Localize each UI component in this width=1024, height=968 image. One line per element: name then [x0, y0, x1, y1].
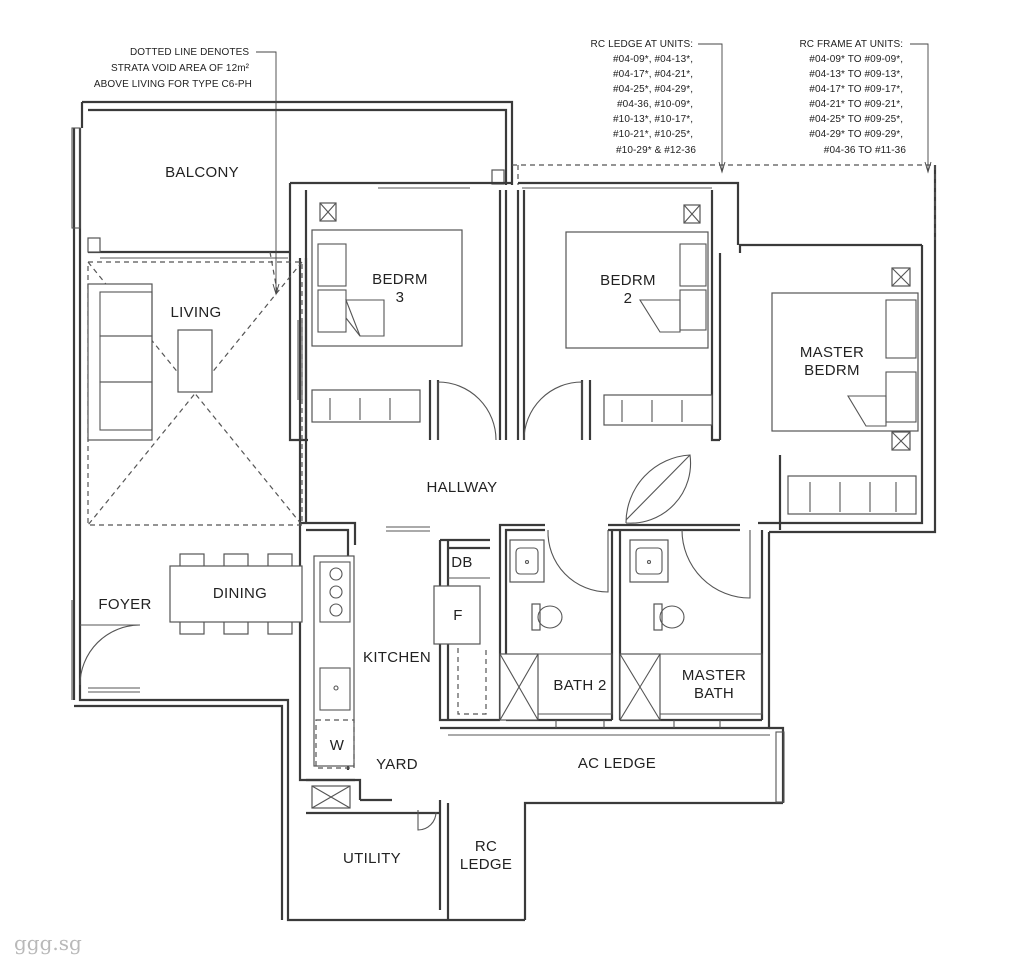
wardrobe	[787, 475, 917, 515]
fridge	[433, 585, 481, 645]
db-label: DB	[451, 554, 472, 571]
kitchen-label: KITCHEN	[363, 649, 431, 666]
bath-2-label: BATH 2	[553, 677, 606, 694]
wardrobe	[311, 389, 421, 423]
door-swings	[71, 381, 751, 831]
annotation-leaders	[256, 43, 932, 296]
bed	[311, 229, 463, 347]
dining-table	[169, 565, 303, 623]
toilet-tank	[531, 603, 541, 631]
dining-label: DINING	[213, 585, 267, 602]
utility-label: UTILITY	[343, 850, 401, 867]
master-bedroom-area: MASTER BEDRM	[771, 267, 919, 515]
dining-area: DINING FOYER	[98, 553, 303, 635]
bedroom-2-area: BEDRM 2	[565, 204, 713, 426]
rc-frame-note: RC FRAME AT UNITS: #04-09* TO #09-09*, #…	[799, 39, 906, 156]
fridge-label: F	[453, 607, 462, 624]
living-area: LIVING	[87, 251, 303, 526]
master-bedroom-label-2: BEDRM	[804, 362, 860, 379]
bath-2-area: BATH 2	[499, 539, 613, 721]
bed	[771, 292, 919, 432]
balcony-label: BALCONY	[165, 164, 239, 181]
washer-label: W	[330, 737, 345, 754]
washer-outline	[315, 719, 355, 769]
strata-note: DOTTED LINE DENOTES STRATA VOID AREA OF …	[94, 47, 252, 90]
bedroom-3-area: BEDRM 3	[311, 202, 463, 423]
interior-walls	[87, 169, 782, 920]
ac-ledge-label: AC LEDGE	[578, 755, 656, 772]
master-bath-label: MASTER	[682, 667, 746, 684]
sofa	[87, 283, 153, 441]
rc-ledge-label-2: LEDGE	[460, 856, 512, 873]
rc-ledge-label: RC	[475, 838, 497, 855]
db-fridge-area: DB F	[433, 554, 490, 715]
kitchen-area: W KITCHEN YARD	[311, 555, 431, 809]
bedroom-3-number: 3	[396, 289, 405, 306]
master-bedroom-label: MASTER	[800, 344, 864, 361]
master-bath-label-2: BATH	[694, 685, 734, 702]
toilet-tank	[653, 603, 663, 631]
rc-ledge-note: RC LEDGE AT UNITS: #04-09*, #04-13*, #04…	[591, 39, 697, 156]
balcony-area: BALCONY	[71, 127, 239, 229]
bedroom-2-number: 2	[624, 290, 633, 307]
bedroom-2-label: BEDRM	[600, 272, 656, 289]
master-bath-area: MASTER BATH	[619, 539, 763, 721]
kitchen-counter	[313, 555, 355, 767]
coffee-table	[177, 329, 213, 393]
foyer-label: FOYER	[98, 596, 151, 613]
ac-ledge-outline	[775, 731, 785, 803]
wardrobe	[603, 394, 713, 426]
yard-label: YARD	[376, 756, 418, 773]
rc-frame-dashed-outline	[512, 164, 936, 240]
living-label: LIVING	[171, 304, 222, 321]
bedroom-3-label: BEDRM	[372, 271, 428, 288]
watermark: ggg.sg	[14, 931, 82, 955]
hallway-label: HALLWAY	[426, 479, 497, 496]
